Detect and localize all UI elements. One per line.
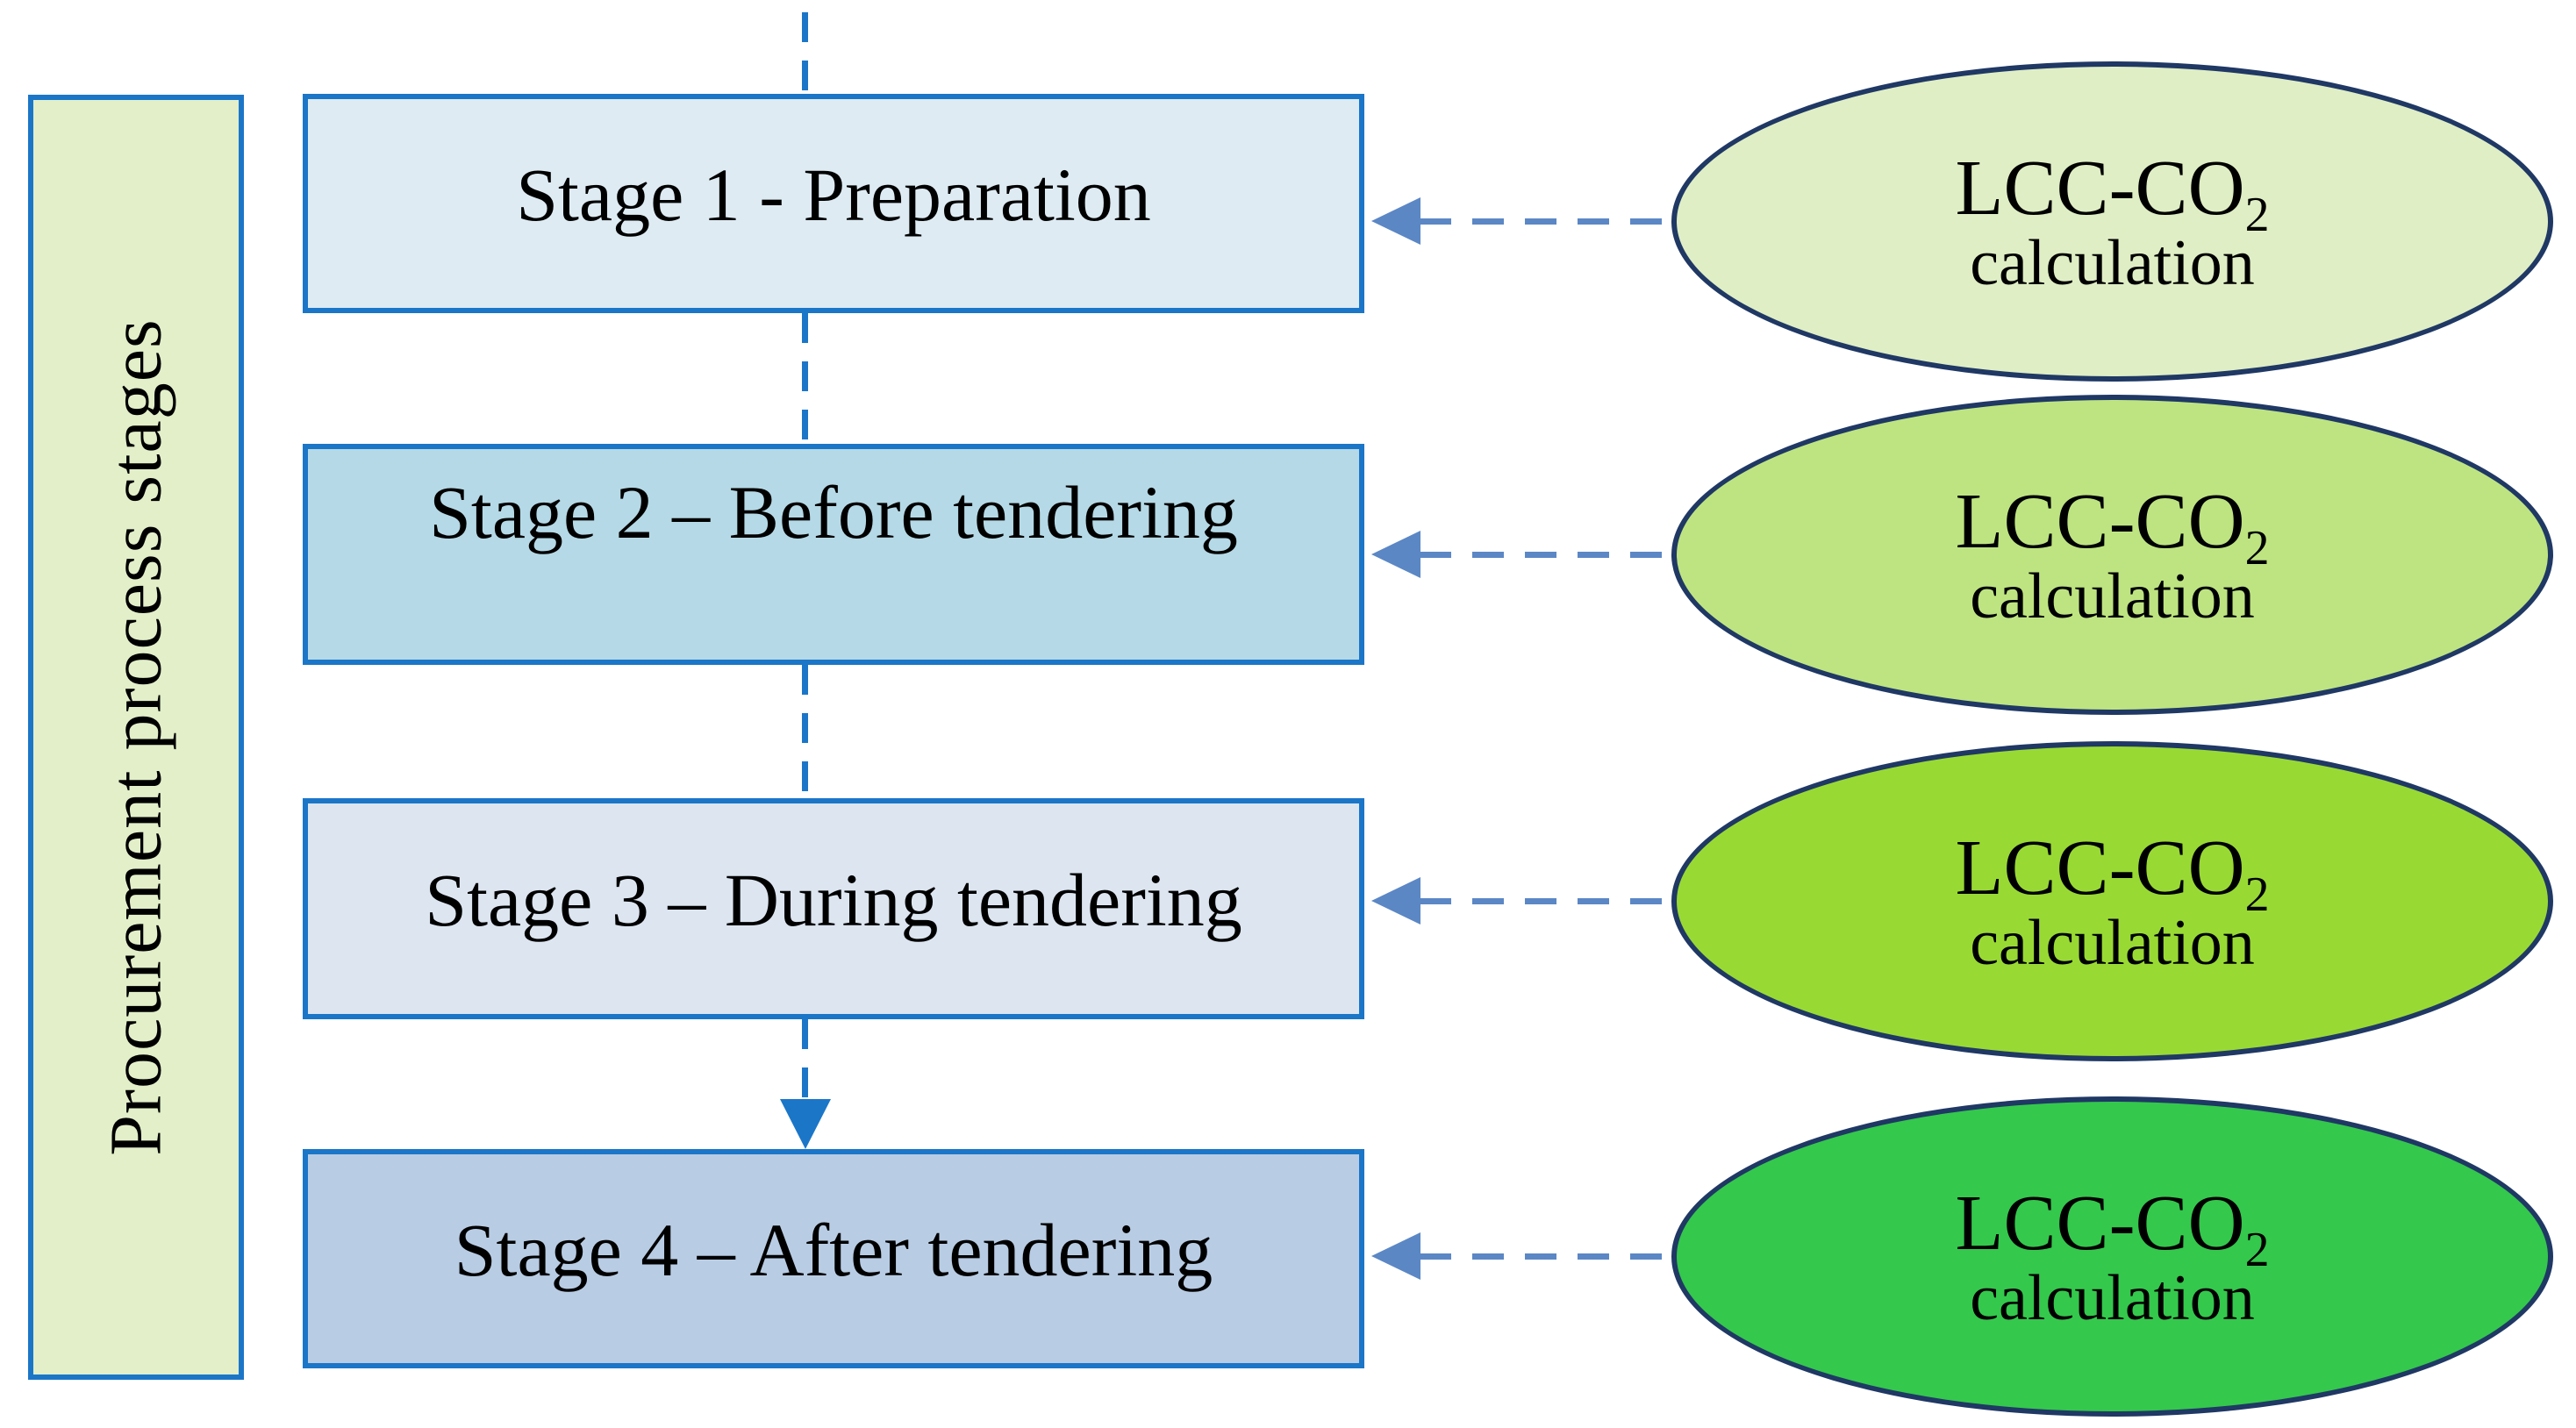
lcc-co2-title: LCC-CO2 <box>1955 825 2270 923</box>
stage-2-box: Stage 2 – Before tendering <box>303 444 1364 665</box>
lcc-co2-subtitle: calculation <box>1970 226 2255 299</box>
stage-4-box: Stage 4 – After tendering <box>303 1149 1364 1368</box>
stage-3-label: Stage 3 – During tendering <box>425 858 1242 942</box>
stage-3-box: Stage 3 – During tendering <box>303 798 1364 1019</box>
lcc-co2-ellipse-stage3: LCC-CO2 calculation <box>1671 741 2553 1061</box>
stage-1-label: Stage 1 - Preparation <box>516 153 1151 237</box>
stage-1-box: Stage 1 - Preparation <box>303 94 1364 313</box>
co2-subscript: 2 <box>2244 1223 2270 1278</box>
flow-connector-stage3-stage4 <box>802 1019 808 1100</box>
co2-subscript: 2 <box>2244 868 2270 923</box>
stage-4-label: Stage 4 – After tendering <box>454 1208 1213 1292</box>
left-arrowhead-icon-stage1 <box>1371 197 1420 245</box>
lcc-co2-subtitle: calculation <box>1970 560 2255 632</box>
lcc-co2-title: LCC-CO2 <box>1955 145 2270 243</box>
co2-subscript: 2 <box>2244 521 2270 576</box>
flow-connector-above-stage1 <box>802 12 808 94</box>
lcc-co2-subtitle: calculation <box>1970 1261 2255 1334</box>
lcc-co2-ellipse-stage1: LCC-CO2 calculation <box>1671 61 2553 382</box>
lcc-co2-ellipse-stage4: LCC-CO2 calculation <box>1671 1096 2553 1417</box>
left-arrowhead-icon-stage3 <box>1371 877 1420 925</box>
left-arrowhead-icon-stage4 <box>1371 1232 1420 1280</box>
stage-2-label: Stage 2 – Before tendering <box>429 470 1238 554</box>
lcc-co2-title: LCC-CO2 <box>1955 478 2270 576</box>
lcc-co2-ellipse-stage2: LCC-CO2 calculation <box>1671 395 2553 715</box>
lcc-arrow-line-stage3 <box>1420 898 1671 904</box>
procurement-stages-label: Procurement process stages <box>95 318 177 1156</box>
lcc-arrow-line-stage2 <box>1420 552 1671 558</box>
flow-connector-stage2-stage3 <box>802 665 808 798</box>
left-arrowhead-icon-stage2 <box>1371 531 1420 578</box>
down-arrowhead-icon <box>780 1099 831 1149</box>
lcc-arrow-line-stage1 <box>1420 218 1671 225</box>
lcc-co2-subtitle: calculation <box>1970 906 2255 979</box>
lcc-co2-title: LCC-CO2 <box>1955 1180 2270 1278</box>
procurement-stages-band: Procurement process stages <box>28 95 244 1380</box>
co2-subscript: 2 <box>2244 188 2270 243</box>
flow-connector-stage1-stage2 <box>802 313 808 444</box>
lcc-arrow-line-stage4 <box>1420 1253 1671 1260</box>
